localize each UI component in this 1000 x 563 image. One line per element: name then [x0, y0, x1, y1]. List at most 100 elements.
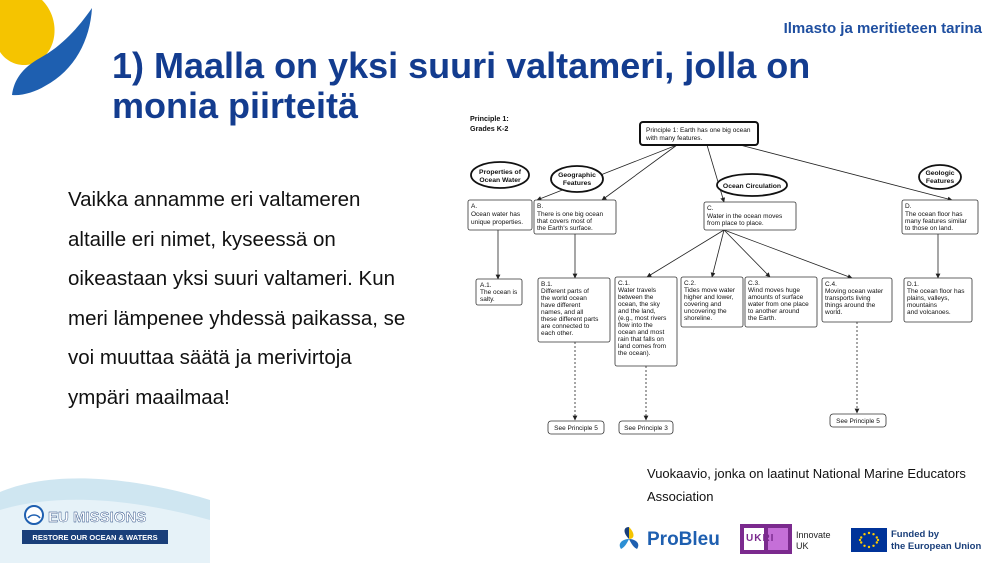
body-text: Vaikka annamme eri valtameren altaille e…	[68, 188, 406, 409]
svg-text:Geographic: Geographic	[558, 172, 596, 179]
svg-text:See Principle 5: See Principle 5	[554, 425, 598, 432]
svg-text:plains, valleys,: plains, valleys,	[907, 295, 949, 302]
svg-text:covering and: covering and	[684, 301, 722, 308]
svg-text:See Principle 3: See Principle 3	[624, 425, 668, 432]
svg-text:higher and lower,: higher and lower,	[684, 294, 734, 301]
svg-text:things around the: things around the	[825, 302, 876, 309]
svg-text:shoreline.: shoreline.	[684, 315, 712, 322]
svg-text:Wind moves huge: Wind moves huge	[748, 287, 800, 294]
svg-text:D.1.: D.1.	[907, 281, 919, 288]
probleu-logo: ProBleu	[615, 525, 725, 555]
box-c: C. Water in the ocean moves from place t…	[703, 201, 797, 231]
svg-text:to another around: to another around	[748, 308, 800, 315]
box-d: D. The ocean floor has many features sim…	[901, 199, 979, 235]
svg-text:transports living: transports living	[825, 295, 871, 302]
svg-text:C.: C.	[707, 205, 714, 212]
svg-text:Different parts of: Different parts of	[541, 288, 589, 295]
see-principle-5-link-b1[interactable]: See Principle 5	[547, 420, 605, 435]
svg-text:Tides move water: Tides move water	[684, 287, 736, 294]
see-principle-5-link-c4[interactable]: See Principle 5	[829, 413, 887, 428]
svg-text:uncovering the: uncovering the	[684, 308, 727, 315]
svg-text:land comes from: land comes from	[618, 343, 666, 350]
box-c3: C.3. Wind moves huge amounts of surface …	[744, 276, 818, 328]
eu-flag-icon	[851, 528, 887, 552]
svg-text:mountains: mountains	[907, 302, 938, 309]
svg-text:D.: D.	[905, 203, 912, 210]
box-c4: C.4. Moving ocean water transports livin…	[821, 277, 893, 323]
svg-text:See Principle 5: See Principle 5	[836, 418, 880, 425]
svg-text:B.: B.	[537, 203, 543, 210]
svg-text:C.1.: C.1.	[618, 280, 630, 287]
svg-text:the Earth's surface.: the Earth's surface.	[537, 225, 593, 232]
svg-text:Ocean Water: Ocean Water	[479, 177, 521, 184]
svg-text:with many features.: with many features.	[645, 135, 703, 142]
svg-text:A.1.: A.1.	[480, 282, 492, 289]
svg-text:Ocean water has: Ocean water has	[471, 211, 521, 218]
svg-text:Ocean Circulation: Ocean Circulation	[723, 183, 781, 190]
svg-text:between the: between the	[618, 294, 654, 301]
svg-text:that covers most of: that covers most of	[537, 218, 592, 225]
svg-text:amounts of surface: amounts of surface	[748, 294, 804, 301]
svg-text:flow into the: flow into the	[618, 322, 653, 329]
ellipse-geographic-features: Geographic Features	[550, 165, 604, 193]
principle-flowchart: Principle 1: Grades K-2 Principle 1: Ear…	[467, 114, 979, 435]
corner-logo	[0, 0, 92, 96]
svg-text:There is one big ocean: There is one big ocean	[537, 211, 604, 218]
root-principle-box: Principle 1: Earth has one big ocean wit…	[639, 121, 759, 146]
box-d1: D.1. The ocean floor has plains, valleys…	[903, 277, 973, 323]
svg-text:Properties of: Properties of	[479, 169, 522, 176]
svg-text:Features: Features	[563, 180, 592, 187]
svg-text:C.4.: C.4.	[825, 281, 837, 288]
svg-text:unique properties.: unique properties.	[471, 219, 523, 226]
ellipse-ocean-circulation: Ocean Circulation	[716, 173, 788, 197]
svg-text:many features similar: many features similar	[905, 218, 968, 225]
svg-text:ocean, the sky: ocean, the sky	[618, 301, 661, 308]
see-principle-3-link-c1[interactable]: See Principle 3	[618, 420, 674, 435]
svg-text:ocean and most: ocean and most	[618, 329, 664, 336]
svg-text:The ocean floor has: The ocean floor has	[907, 288, 965, 295]
ellipse-properties-of-ocean-water: Properties of Ocean Water	[470, 161, 530, 189]
box-a: A. Ocean water has unique properties.	[467, 199, 533, 231]
svg-text:RESTORE OUR OCEAN & WATERS: RESTORE OUR OCEAN & WATERS	[32, 533, 157, 542]
svg-text:Geologic: Geologic	[925, 170, 954, 177]
svg-text:salty.: salty.	[480, 296, 495, 303]
svg-text:these different parts: these different parts	[541, 316, 599, 323]
eu-missions-logo: EU MISSIONS RESTORE OUR OCEAN & WATERS	[0, 478, 210, 563]
innovate-uk-logo: UKRI Innovate UK	[740, 524, 840, 556]
svg-text:the world ocean: the world ocean	[541, 295, 587, 302]
svg-text:Grades K-2: Grades K-2	[470, 124, 508, 133]
svg-text:Principle 1: Earth has one big: Principle 1: Earth has one big ocean	[646, 127, 751, 134]
innovate-text: Innovate	[796, 530, 831, 540]
box-b1: B.1. Different parts of the world ocean …	[537, 277, 611, 343]
svg-text:are connected to: are connected to	[541, 323, 590, 330]
funded-by-text: Funded by	[891, 529, 940, 540]
svg-text:Principle 1:: Principle 1:	[470, 114, 509, 123]
svg-text:A.: A.	[471, 203, 477, 210]
svg-text:and the land,: and the land,	[618, 308, 656, 315]
box-c2: C.2. Tides move water higher and lower, …	[680, 276, 744, 328]
svg-text:EU MISSIONS: EU MISSIONS	[48, 509, 146, 526]
box-b: B. There is one big ocean that covers mo…	[533, 199, 617, 235]
svg-text:names, and all: names, and all	[541, 309, 584, 316]
svg-text:The ocean is: The ocean is	[480, 289, 518, 296]
principle-label: Principle 1: Grades K-2	[470, 114, 509, 133]
svg-text:C.2.: C.2.	[684, 280, 696, 287]
svg-text:the ocean).: the ocean).	[618, 350, 651, 357]
probleu-icon	[617, 527, 641, 551]
box-c1: C.1. Water travels between the ocean, th…	[614, 276, 678, 367]
box-a1: A.1. The ocean is salty.	[475, 278, 523, 306]
svg-text:and volcanoes.: and volcanoes.	[907, 309, 951, 316]
probleu-text: ProBleu	[647, 529, 720, 550]
svg-text:water from one place: water from one place	[747, 301, 809, 308]
svg-text:(e.g., most rivers: (e.g., most rivers	[618, 315, 667, 322]
svg-text:each other.: each other.	[541, 330, 573, 337]
european-union-text: the European Union	[891, 541, 982, 552]
uk-text: UK	[796, 541, 809, 551]
svg-text:from place to place.: from place to place.	[707, 220, 764, 227]
diagram-caption: Vuokaavio, jonka on laatinut National Ma…	[647, 466, 966, 504]
ukri-text: UKRI	[746, 533, 775, 544]
svg-text:have different: have different	[541, 302, 580, 309]
eu-funded-logo: Funded by the European Union	[851, 526, 991, 556]
svg-text:C.3.: C.3.	[748, 280, 760, 287]
svg-text:B.1.: B.1.	[541, 281, 553, 288]
